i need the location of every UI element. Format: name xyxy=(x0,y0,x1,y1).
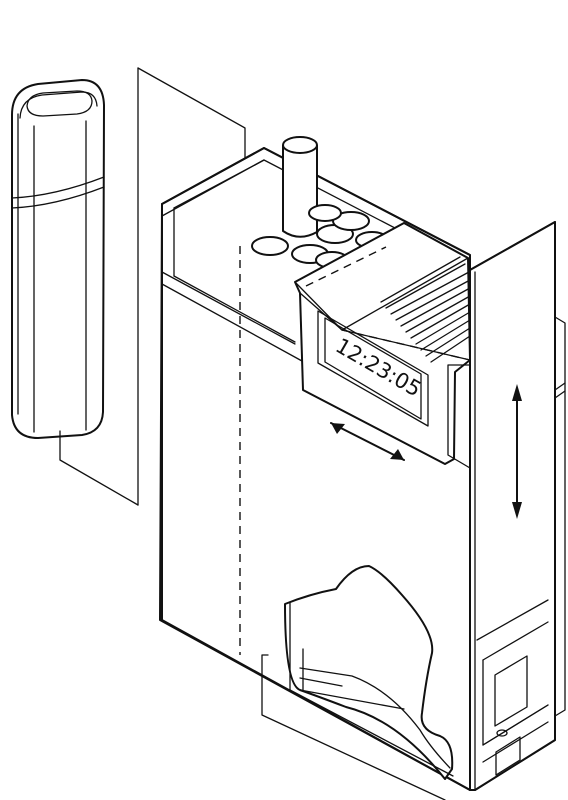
clock-module: 12:23:05 xyxy=(294,222,471,465)
motion-arrows xyxy=(330,384,522,519)
vent-slots xyxy=(380,256,471,363)
lighter-cap xyxy=(11,79,105,439)
hidden-lines xyxy=(239,246,471,655)
flexible-material xyxy=(261,565,454,800)
slide-panel xyxy=(447,221,566,791)
